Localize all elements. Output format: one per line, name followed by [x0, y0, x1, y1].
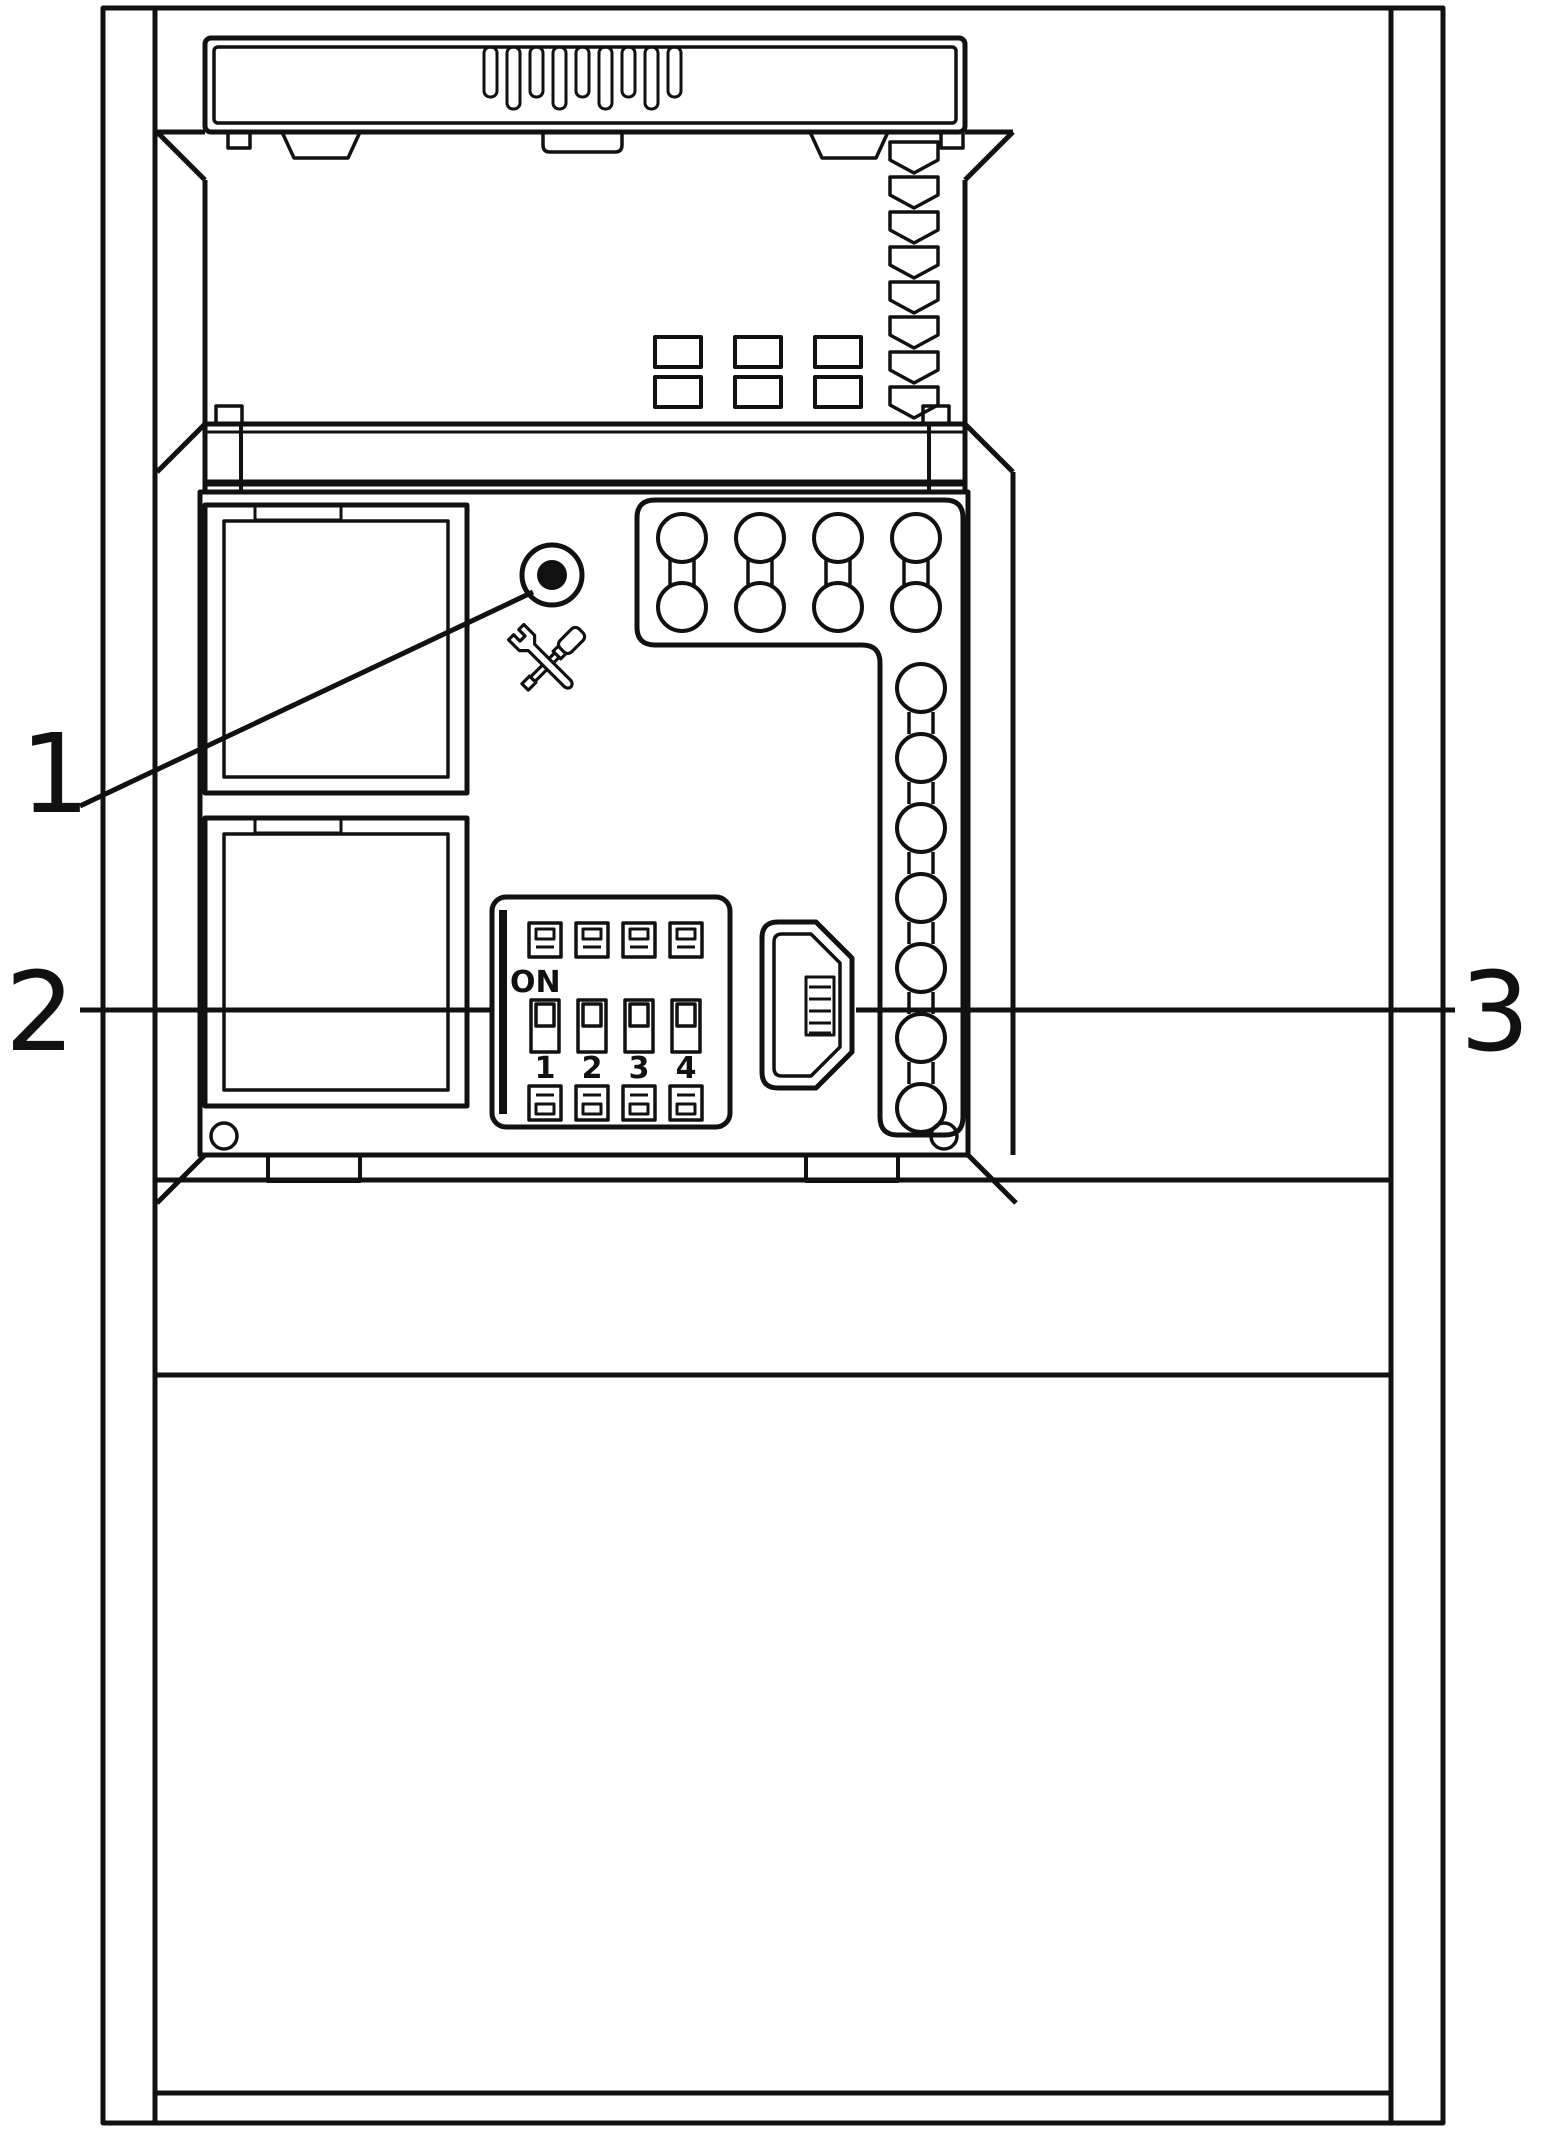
screw-hole-left — [209, 1121, 239, 1151]
wrench-icon — [506, 622, 574, 690]
vent-chevrons — [888, 140, 940, 420]
service-button — [519, 542, 585, 608]
dip-handle-3 — [628, 1002, 650, 1028]
mounting-feet — [209, 1121, 959, 1183]
front-panel — [197, 489, 971, 1158]
dip-slider-handles — [534, 1002, 697, 1028]
dip-handle-4 — [675, 1002, 697, 1028]
terminal-pair — [656, 512, 942, 633]
usb-contact-pins — [804, 975, 836, 1037]
dip-switch: ON 1 2 3 4 — [489, 894, 733, 1130]
vent-grid — [653, 335, 863, 409]
dip-switch-edge-bar — [499, 910, 507, 1114]
callout-3: 3 — [856, 948, 1530, 1076]
module-slot-bottom — [202, 815, 470, 1109]
terminal-column-links — [907, 712, 935, 1084]
dip-bottom-contact-details — [534, 1093, 697, 1116]
callout-1-leader-line — [78, 589, 535, 809]
center-latch — [541, 132, 624, 154]
latch-left — [280, 130, 362, 160]
spring-clamp-comb — [482, 45, 683, 111]
callout-2-label: 2 — [5, 948, 75, 1076]
dip-handle-2 — [581, 1002, 603, 1028]
callout-1-label: 1 — [20, 710, 90, 838]
terminal-block-right — [634, 497, 966, 1138]
dip-top-contacts — [527, 921, 704, 959]
micro-usb-port — [759, 919, 855, 1091]
callout-1: 1 — [20, 589, 535, 838]
terminal-block-top — [202, 35, 968, 160]
dip-bottom-contacts — [527, 1084, 704, 1122]
latch-right — [808, 130, 890, 160]
dip-slider-slots — [529, 998, 702, 1054]
callout-2: 2 — [5, 948, 492, 1076]
module-slot-top — [202, 502, 470, 796]
latch-tab-left — [226, 130, 252, 150]
din-rail-band — [202, 404, 968, 495]
dip-on-label: ON — [510, 965, 561, 1000]
terminal-pair-links — [668, 560, 930, 585]
dip-number-3: 3 — [629, 1051, 650, 1086]
dip-number-2: 2 — [582, 1051, 603, 1086]
dip-top-contact-details — [534, 927, 697, 949]
dip-number-1: 1 — [535, 1051, 556, 1086]
latch-tab-right — [939, 130, 965, 150]
housing-chamfer-lines — [155, 129, 1018, 1205]
dip-number-4: 4 — [676, 1051, 697, 1086]
terminal-column — [895, 662, 947, 1134]
dip-handle-1 — [534, 1002, 556, 1028]
wrench-screwdriver-icon — [506, 622, 587, 692]
screw-hole-right — [929, 1121, 959, 1151]
callout-3-label: 3 — [1460, 948, 1530, 1076]
